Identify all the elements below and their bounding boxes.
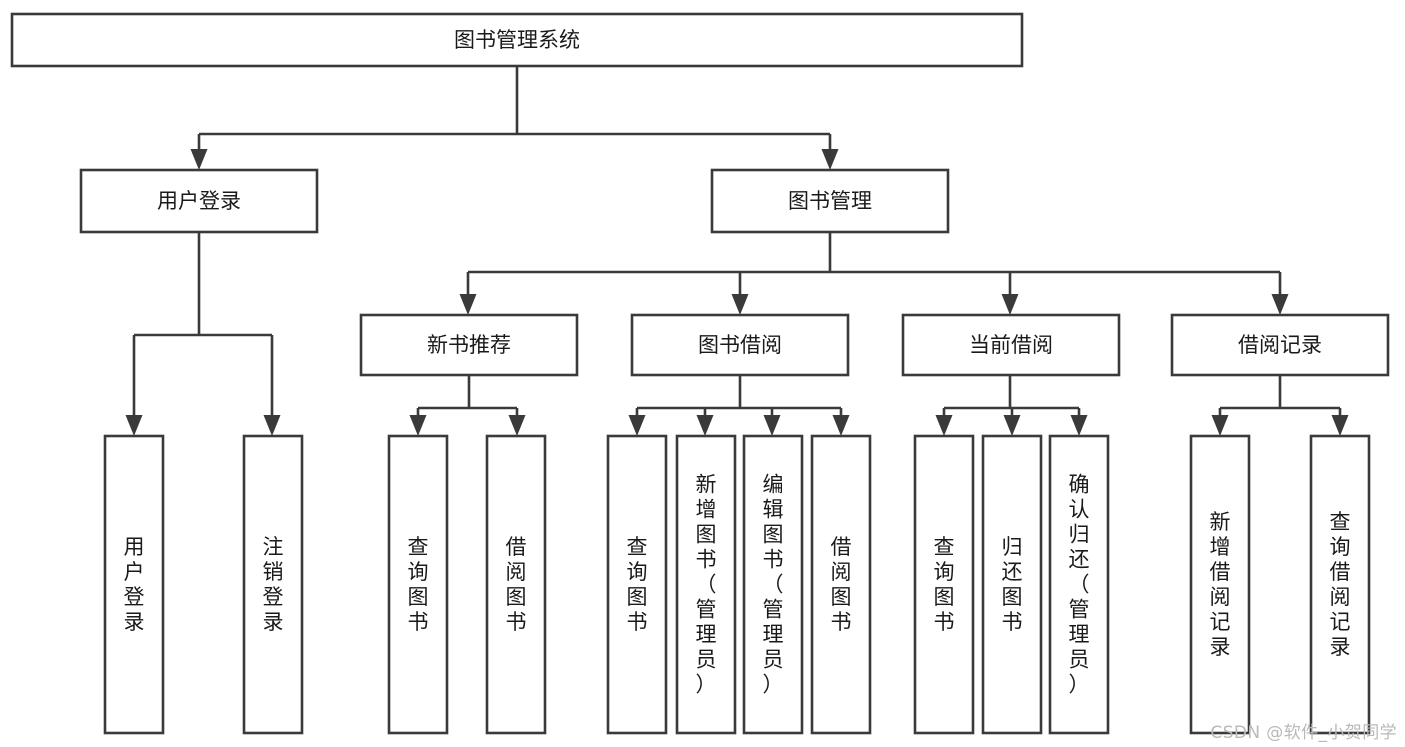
- arrow-head-icon: [696, 415, 714, 436]
- arrow-head-icon: [1003, 415, 1021, 436]
- node-leaf-7-box[interactable]: [810, 434, 872, 735]
- node-leaf-9-box[interactable]: [981, 434, 1043, 735]
- node-root-system[interactable]: 图书管理系统: [10, 12, 1024, 68]
- node-level2-1[interactable]: 图书管理: [710, 168, 950, 234]
- node-leaf-0-label: 用户登录: [124, 535, 145, 634]
- node-leaf-11[interactable]: 新增借阅记录: [1189, 434, 1251, 735]
- node-leaf-3-box[interactable]: [485, 434, 547, 735]
- arrow-head-icon: [459, 294, 477, 315]
- node-leaf-0-box[interactable]: [103, 434, 165, 735]
- node-level3-1[interactable]: 图书借阅: [630, 313, 850, 377]
- arrow-head-icon: [1211, 415, 1229, 436]
- node-leaf-10[interactable]: 确认归还（管理员）: [1048, 434, 1110, 735]
- nodes-layer: 图书管理系统用户登录图书管理新书推荐图书借阅当前借阅借阅记录用户登录注销登录查询…: [10, 12, 1390, 735]
- arrow-head-icon: [731, 294, 749, 315]
- arrow-head-icon: [409, 415, 427, 436]
- arrow-head-icon: [821, 149, 839, 170]
- arrow-head-icon: [508, 415, 526, 436]
- node-root-system-label: 图书管理系统: [454, 28, 580, 52]
- arrow-head-icon: [763, 415, 781, 436]
- node-level3-0-box[interactable]: [359, 313, 579, 377]
- node-leaf-3-label: 借阅图书: [506, 535, 527, 634]
- arrow-head-icon: [1271, 294, 1289, 315]
- node-level2-0-box[interactable]: [79, 168, 319, 234]
- node-leaf-8-label: 查询图书: [934, 535, 955, 634]
- node-leaf-9-label: 归还图书: [1002, 535, 1023, 634]
- node-level2-1-label: 图书管理: [788, 189, 872, 213]
- node-level2-0-label: 用户登录: [157, 189, 241, 213]
- node-level3-0-label: 新书推荐: [427, 333, 511, 357]
- node-level3-0[interactable]: 新书推荐: [359, 313, 579, 377]
- node-leaf-12[interactable]: 查询借阅记录: [1309, 434, 1371, 735]
- node-level3-2[interactable]: 当前借阅: [901, 313, 1121, 377]
- node-leaf-5[interactable]: 新增图书（管理员）: [675, 434, 737, 735]
- node-leaf-3[interactable]: 借阅图书: [485, 434, 547, 735]
- node-leaf-11-box[interactable]: [1189, 434, 1251, 735]
- node-leaf-9[interactable]: 归还图书: [981, 434, 1043, 735]
- arrow-head-icon: [190, 149, 208, 170]
- node-leaf-5-label: 新增图书（管理员）: [696, 473, 717, 697]
- node-level3-3-box[interactable]: [1170, 313, 1390, 377]
- node-leaf-4[interactable]: 查询图书: [606, 434, 668, 735]
- node-leaf-10-label: 确认归还（管理员）: [1069, 473, 1090, 697]
- node-level2-1-box[interactable]: [710, 168, 950, 234]
- node-leaf-5-box[interactable]: [675, 434, 737, 735]
- node-level3-3[interactable]: 借阅记录: [1170, 313, 1390, 377]
- node-leaf-2-label: 查询图书: [408, 535, 429, 634]
- node-leaf-8-box[interactable]: [913, 434, 975, 735]
- arrow-head-icon: [832, 415, 850, 436]
- node-leaf-6-label: 编辑图书（管理员）: [763, 473, 784, 697]
- arrow-head-icon: [263, 415, 281, 436]
- node-leaf-6[interactable]: 编辑图书（管理员）: [742, 434, 804, 735]
- node-level3-1-label: 图书借阅: [698, 333, 782, 357]
- node-leaf-6-box[interactable]: [742, 434, 804, 735]
- node-leaf-7[interactable]: 借阅图书: [810, 434, 872, 735]
- node-leaf-2[interactable]: 查询图书: [387, 434, 449, 735]
- node-level3-2-label: 当前借阅: [969, 333, 1053, 357]
- arrow-head-icon: [1331, 415, 1349, 436]
- node-level3-2-box[interactable]: [901, 313, 1121, 377]
- node-leaf-11-label: 新增借阅记录: [1210, 510, 1231, 659]
- node-leaf-1-box[interactable]: [242, 434, 304, 735]
- node-leaf-12-label: 查询借阅记录: [1330, 510, 1351, 659]
- node-leaf-0[interactable]: 用户登录: [103, 434, 165, 735]
- arrow-head-icon: [935, 415, 953, 436]
- node-leaf-1[interactable]: 注销登录: [242, 434, 304, 735]
- node-leaf-12-box[interactable]: [1309, 434, 1371, 735]
- node-leaf-4-label: 查询图书: [627, 535, 648, 634]
- arrow-head-icon: [125, 415, 143, 436]
- arrow-head-icon: [1070, 415, 1088, 436]
- node-leaf-2-box[interactable]: [387, 434, 449, 735]
- node-level3-3-label: 借阅记录: [1238, 333, 1322, 357]
- node-level2-0[interactable]: 用户登录: [79, 168, 319, 234]
- node-leaf-4-box[interactable]: [606, 434, 668, 735]
- node-leaf-7-label: 借阅图书: [831, 535, 852, 634]
- arrow-head-icon: [628, 415, 646, 436]
- arrow-head-icon: [1001, 294, 1019, 315]
- connectors-layer: [125, 66, 1349, 436]
- node-leaf-1-label: 注销登录: [263, 535, 284, 634]
- node-level3-1-box[interactable]: [630, 313, 850, 377]
- node-leaf-10-box[interactable]: [1048, 434, 1110, 735]
- node-root-system-box[interactable]: [10, 12, 1024, 68]
- node-leaf-8[interactable]: 查询图书: [913, 434, 975, 735]
